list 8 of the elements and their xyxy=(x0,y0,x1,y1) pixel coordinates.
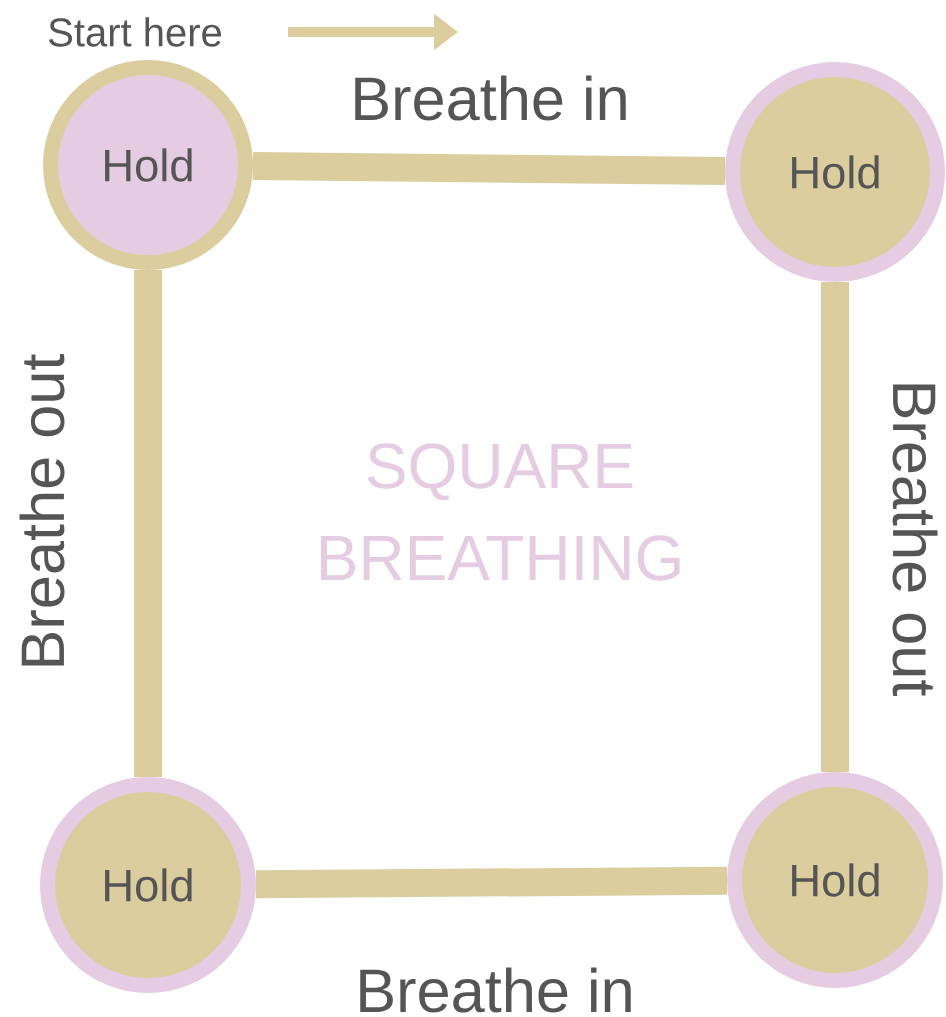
connector-line xyxy=(252,152,726,185)
edge-label: Breathe out xyxy=(19,354,65,666)
edge-label: Breathe in xyxy=(355,75,626,121)
edge-label: Breathe out xyxy=(892,384,938,696)
connector-line xyxy=(821,282,849,772)
edge-label: Breathe in xyxy=(360,967,631,1013)
connector-line xyxy=(255,866,728,899)
connector-line xyxy=(134,270,162,777)
